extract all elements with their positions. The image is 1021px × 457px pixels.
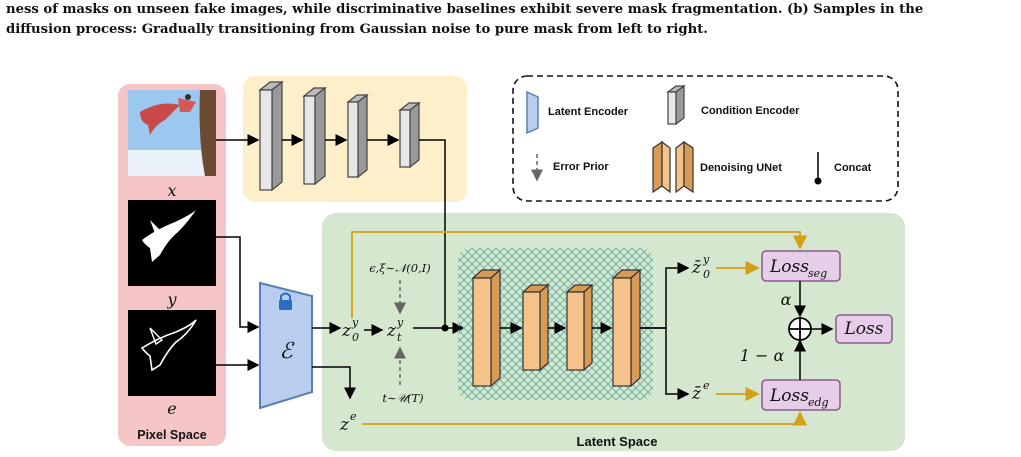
ze-base: z — [339, 415, 350, 435]
legend-denoising-unet-icon — [652, 140, 694, 194]
edge-image-e — [128, 310, 216, 396]
legend-condition-encoder-label: Condition Encoder — [701, 105, 800, 117]
label-e: e — [167, 399, 176, 418]
legend-condition-encoder-icon — [666, 84, 686, 126]
legend-latent-encoder-icon — [526, 90, 539, 135]
legend-denoising-unet-label: Denoising UNet — [700, 162, 782, 174]
latent-z0y: z y 0 — [341, 316, 359, 344]
loss-total-box — [835, 314, 893, 344]
unet-block-1 — [471, 268, 502, 388]
pred-ze-base: z̄ — [691, 384, 702, 404]
zty-base: z — [386, 321, 397, 341]
condition-encoder-blocks — [258, 80, 421, 192]
noise-prior-label: ϵ,ξ∼𝒩(0,I) — [369, 261, 431, 275]
figure-caption: ness of masks on unseen fake images, whi… — [6, 0, 1016, 40]
cond-block-2 — [302, 86, 327, 186]
pred-z0y-sub: 0 — [703, 268, 710, 281]
time-prior-label: t∼𝒰(T) — [382, 391, 423, 405]
zty-sub: t — [397, 331, 402, 344]
cond-block-3 — [346, 93, 369, 179]
legend-latent-encoder-label: Latent Encoder — [548, 106, 629, 118]
legend-error-prior-label: Error Prior — [553, 161, 609, 173]
alpha-label: α — [781, 290, 792, 309]
caption-line-2: diffusion process: Gradually transitioni… — [6, 22, 708, 37]
loss-seg-box — [761, 250, 841, 282]
latent-zty: z y t — [386, 316, 404, 344]
pred-ze: z̄ e — [691, 379, 710, 404]
loss-edg-sub: edg — [808, 396, 829, 409]
loss-edg-base: Loss — [769, 386, 809, 406]
loss-edg-box — [761, 379, 841, 411]
input-image-x — [128, 90, 216, 176]
loss-seg-base: Loss — [769, 257, 809, 277]
pred-z0y-sup: y — [702, 253, 710, 266]
encoder-symbol: ℰ — [279, 339, 295, 364]
caption-line-1: ness of masks on unseen fake images, whi… — [6, 2, 924, 17]
cond-block-4 — [398, 101, 421, 169]
legend-concat-icon — [814, 152, 822, 185]
label-x: x — [167, 181, 176, 200]
legend-concat-label: Concat — [834, 162, 872, 174]
unet-block-2 — [521, 283, 550, 372]
unet-block-3 — [565, 283, 594, 372]
ze-sup: e — [350, 410, 357, 423]
sum-operator — [788, 317, 812, 341]
z0y-base: z — [341, 321, 352, 341]
legend-box — [512, 75, 899, 202]
denoising-unet — [471, 268, 642, 388]
concat-point — [441, 324, 449, 332]
z0y-sup: y — [351, 316, 359, 329]
loss-total-label: Loss — [844, 319, 884, 339]
pred-z0y: z̄ y 0 — [691, 253, 710, 281]
pred-z0y-base: z̄ — [691, 258, 702, 278]
one-minus-alpha-label: 1 − α — [740, 346, 785, 365]
latent-space-label: Latent Space — [577, 434, 658, 449]
unet-block-4 — [611, 268, 642, 388]
pred-ze-sup: e — [703, 379, 710, 392]
loss-seg-sub: seg — [808, 267, 827, 280]
mask-image-y — [128, 200, 216, 286]
latent-encoder — [259, 281, 313, 410]
pixel-space-label: Pixel Space — [137, 428, 207, 442]
label-y: y — [166, 290, 177, 309]
lock-icon — [279, 292, 292, 310]
zty-sup: y — [396, 316, 404, 329]
latent-ze: z e — [339, 410, 357, 435]
cond-block-1 — [258, 80, 284, 192]
z0y-sub: 0 — [352, 331, 359, 344]
